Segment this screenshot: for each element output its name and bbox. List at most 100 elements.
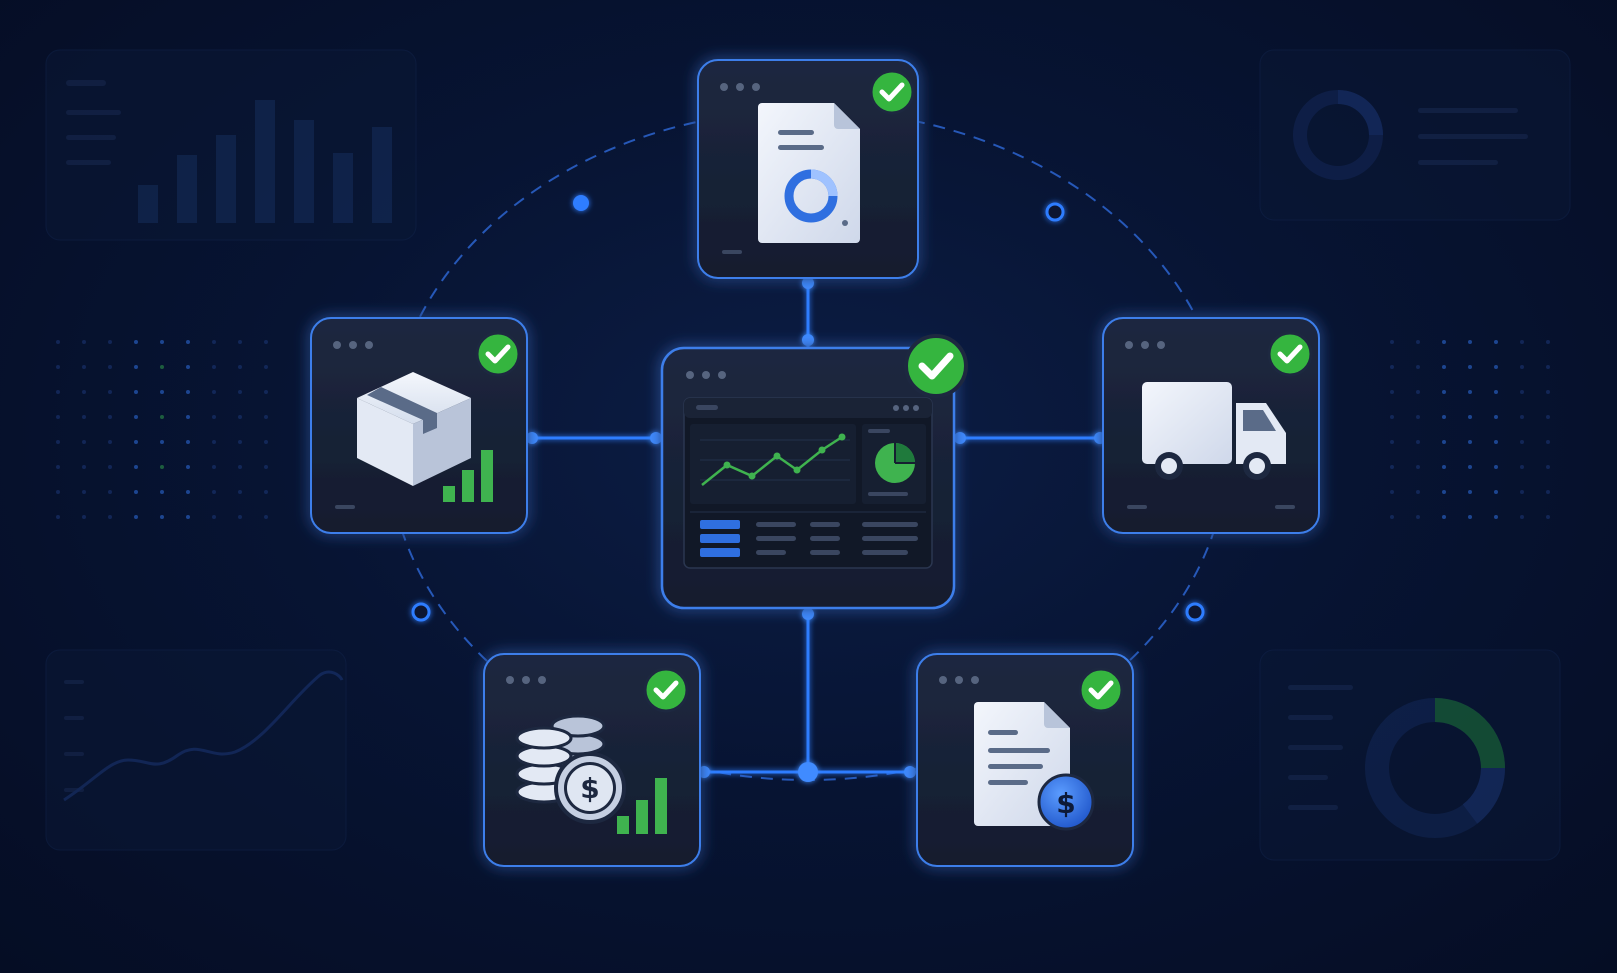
grid-dot — [1520, 440, 1524, 444]
dot-grid-left — [56, 340, 268, 519]
grid-dot — [1390, 440, 1394, 444]
invoice-dollar-icon: $ — [974, 702, 1095, 831]
svg-text:$: $ — [580, 772, 599, 805]
ring-dot — [1185, 602, 1205, 622]
bar-chart-icon — [138, 100, 392, 223]
grid-dot — [82, 440, 86, 444]
grid-dot — [1468, 515, 1472, 519]
grid-dot — [56, 440, 60, 444]
grid-dot — [160, 440, 164, 444]
grid-dot — [1494, 490, 1498, 494]
node-invoice[interactable]: $ — [916, 653, 1134, 867]
grid-dot — [1442, 440, 1446, 444]
ring-dot — [1045, 202, 1065, 222]
node-document-report[interactable] — [697, 59, 919, 279]
grid-dot — [1546, 340, 1550, 344]
grid-dot — [186, 415, 190, 419]
grid-dot — [1520, 340, 1524, 344]
grid-dot — [1494, 440, 1498, 444]
check-icon — [475, 331, 521, 377]
grid-dot — [56, 465, 60, 469]
grid-dot — [134, 390, 138, 394]
node-finance[interactable]: $ — [483, 653, 701, 867]
grid-dot — [134, 515, 138, 519]
grid-dot — [186, 390, 190, 394]
grid-dot — [1468, 415, 1472, 419]
grid-dot — [238, 465, 242, 469]
grid-dot — [82, 340, 86, 344]
grid-dot — [1546, 415, 1550, 419]
grid-dot — [1442, 365, 1446, 369]
grid-dot — [108, 490, 112, 494]
grid-dot — [1546, 490, 1550, 494]
grid-dot — [264, 440, 268, 444]
grid-dot — [1520, 515, 1524, 519]
check-icon — [904, 334, 968, 398]
grid-dot — [134, 415, 138, 419]
grid-dot — [1546, 515, 1550, 519]
grid-dot — [56, 415, 60, 419]
grid-dot — [1390, 490, 1394, 494]
grid-dot — [160, 390, 164, 394]
grid-dot — [134, 365, 138, 369]
grid-dot — [1520, 365, 1524, 369]
donut-panel-bottom — [1259, 649, 1561, 861]
grid-dot — [238, 490, 242, 494]
dashboard-icon — [683, 397, 933, 569]
check-icon — [1078, 667, 1124, 713]
grid-dot — [264, 465, 268, 469]
grid-dot — [160, 415, 164, 419]
grid-dot — [82, 465, 86, 469]
ring-dot — [573, 195, 589, 211]
report-document-icon — [758, 103, 860, 243]
grid-dot — [160, 490, 164, 494]
grid-dot — [212, 340, 216, 344]
grid-dot — [1390, 365, 1394, 369]
grid-dot — [1416, 415, 1420, 419]
grid-dot — [1390, 340, 1394, 344]
grid-dot — [1442, 390, 1446, 394]
background-panels — [45, 49, 1571, 861]
grid-dot — [134, 340, 138, 344]
grid-dot — [160, 365, 164, 369]
delivery-truck-icon — [1142, 382, 1286, 480]
grid-dot — [134, 440, 138, 444]
grid-dot — [238, 390, 242, 394]
package-box-icon — [357, 372, 471, 486]
grid-dot — [108, 365, 112, 369]
grid-dot — [56, 490, 60, 494]
grid-dot — [1416, 515, 1420, 519]
grid-dot — [108, 340, 112, 344]
grid-dot — [264, 515, 268, 519]
grid-dot — [1546, 390, 1550, 394]
grid-dot — [56, 340, 60, 344]
node-shipping[interactable] — [1102, 317, 1320, 534]
grid-dot — [212, 515, 216, 519]
mini-bar-chart-icon — [617, 778, 667, 834]
grid-dot — [264, 415, 268, 419]
grid-dot — [108, 515, 112, 519]
node-inventory[interactable] — [310, 317, 528, 534]
grid-dot — [186, 515, 190, 519]
donut-panel-top — [1259, 49, 1571, 221]
grid-dot — [1390, 515, 1394, 519]
mini-bar-chart-icon — [443, 450, 493, 502]
grid-dot — [186, 465, 190, 469]
check-icon — [869, 69, 915, 115]
grid-dot — [56, 390, 60, 394]
svg-text:$: $ — [1056, 787, 1075, 820]
grid-dot — [134, 465, 138, 469]
grid-dot — [1416, 465, 1420, 469]
grid-dot — [160, 465, 164, 469]
grid-dot — [238, 365, 242, 369]
grid-dot — [82, 365, 86, 369]
hub-dashboard[interactable] — [660, 334, 968, 610]
grid-dot — [56, 365, 60, 369]
grid-dot — [1390, 465, 1394, 469]
ring-dot — [411, 602, 431, 622]
bar-chart-panel — [45, 49, 417, 241]
grid-dot — [1546, 465, 1550, 469]
grid-dot — [1520, 490, 1524, 494]
